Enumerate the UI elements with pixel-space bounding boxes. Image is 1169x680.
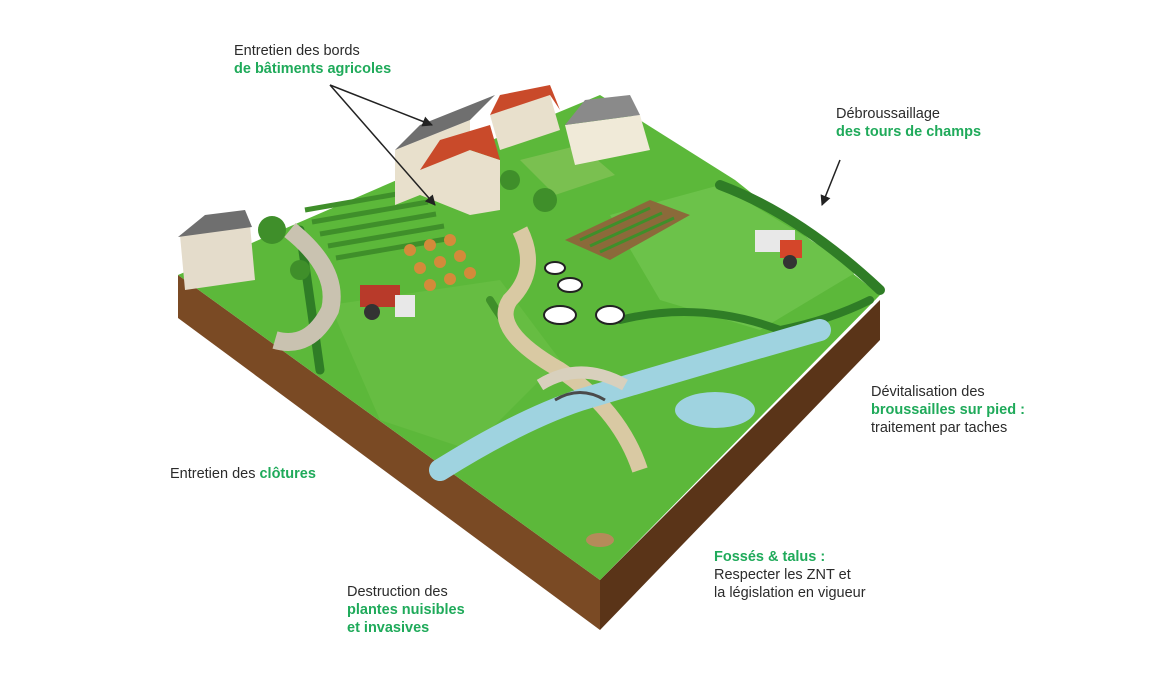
soil-left-face xyxy=(178,275,600,630)
hedge-right xyxy=(715,180,885,295)
label-debroussaillage: Débroussaillage des tours de champs xyxy=(836,105,981,141)
label-batiments-line1: Entretien des bords xyxy=(234,43,360,59)
label-fosses: Fossés & talus : Respecter les ZNT et la… xyxy=(714,548,866,602)
tractor-left xyxy=(360,285,415,320)
farm-buildings xyxy=(178,85,650,290)
arrow-batiments-2 xyxy=(329,84,436,206)
label-devitalisation: Dévitalisation des broussailles sur pied… xyxy=(871,383,1025,437)
label-fosses-line3: la législation en vigueur xyxy=(714,585,866,601)
label-clotures: Entretien des clôtures xyxy=(170,465,316,483)
hedge-middle xyxy=(616,296,874,335)
label-fosses-line1: Fossés & talus : xyxy=(714,549,826,565)
label-debroussaillage-line1: Débroussaillage xyxy=(836,106,940,122)
arrow-batiments-1 xyxy=(329,84,433,127)
label-batiments: Entretien des bords de bâtiments agricol… xyxy=(234,42,391,78)
pond xyxy=(675,392,755,428)
label-devitalisation-line3: traitement par taches xyxy=(871,420,1008,436)
soil-right-face xyxy=(600,300,880,630)
label-batiments-line2: de bâtiments agricoles xyxy=(234,61,392,77)
cows xyxy=(543,261,625,325)
river xyxy=(429,319,831,481)
tractor-right xyxy=(755,230,802,269)
label-plantes-line3: et invasives xyxy=(347,620,430,636)
trees xyxy=(258,170,557,280)
tree-stump xyxy=(586,533,614,547)
orchard xyxy=(404,234,476,291)
label-clotures-prefix: Entretien des xyxy=(170,466,260,482)
label-fosses-line2: Respecter les ZNT et xyxy=(714,567,851,583)
label-plantes-line1: Destruction des xyxy=(347,584,448,600)
label-devitalisation-line1: Dévitalisation des xyxy=(871,384,985,400)
label-clotures-highlight: clôtures xyxy=(259,466,316,482)
bridge xyxy=(536,366,628,391)
arrow-debroussaillage xyxy=(820,159,841,206)
label-debroussaillage-line2: des tours de champs xyxy=(836,124,982,140)
bridge-arch xyxy=(554,391,606,402)
label-devitalisation-line2: broussailles sur pied : xyxy=(871,402,1025,418)
farm-path xyxy=(497,226,648,473)
garden-rows xyxy=(579,206,675,254)
label-plantes: Destruction des plantes nuisibles et inv… xyxy=(347,583,465,637)
road xyxy=(272,222,341,351)
label-plantes-line2: plantes nuisibles xyxy=(347,602,465,618)
